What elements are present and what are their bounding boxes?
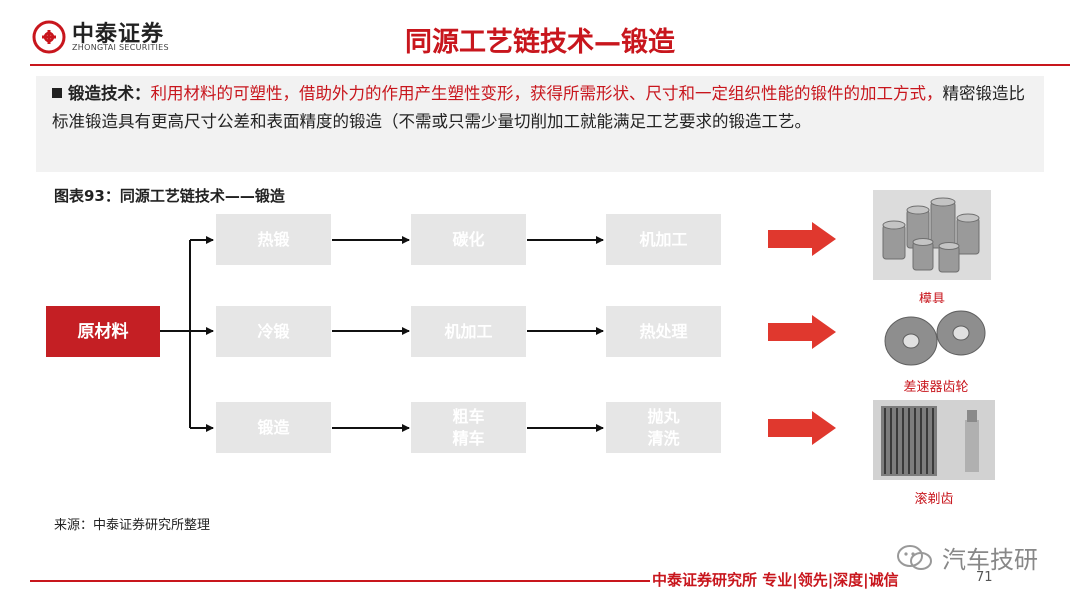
branch-lines — [160, 236, 214, 432]
step-box: 热锻 — [216, 214, 331, 265]
watermark-text: 汽车技研 — [942, 546, 1038, 574]
figure-caption: 图表93：同源工艺链技术——锻造 — [54, 187, 285, 205]
step-box: 碳化 — [411, 214, 526, 265]
product-label: 差速器齿轮 — [903, 380, 969, 395]
brand-name: 中泰证券 — [72, 22, 165, 47]
bullet-icon — [52, 88, 62, 98]
result-arrow-row-2 — [768, 315, 836, 349]
footer-divider — [30, 580, 650, 582]
result-arrow-row-3 — [768, 411, 836, 445]
step-box: 粗车 精车 — [411, 402, 526, 453]
description-panel — [36, 76, 1044, 172]
gear-hobbing-icon — [873, 400, 995, 480]
description-label: 锻造技术： — [68, 84, 151, 103]
brand-logo-icon — [32, 20, 66, 54]
step-box: 锻造 — [216, 402, 331, 453]
brand-name-en: ZHONGTAI SECURITIES — [72, 43, 169, 52]
page-number: 71 — [976, 570, 993, 585]
footer-slogan: 中泰证券研究所 专业|领先|深度|诚信 — [652, 571, 899, 589]
raw-material-box: 原材料 — [46, 306, 160, 357]
description-text: 锻造技术：利用材料的可塑性，借助外力的作用产生塑性变形，获得所需形状、尺寸和一定… — [52, 80, 1037, 136]
gear-icon — [875, 303, 993, 373]
description-detail: 精密锻造比标准锻造具有更高尺寸公差和表面精度的锻造（不需或只需少量切削加工就能满… — [52, 84, 1025, 131]
step-box: 机加工 — [411, 306, 526, 357]
title-divider — [30, 64, 1070, 66]
step-box: 冷锻 — [216, 306, 331, 357]
wechat-icon — [897, 545, 932, 570]
description-definition: 利用材料的可塑性，借助外力的作用产生塑性变形，获得所需形状、尺寸和一定组织性能的… — [150, 84, 943, 103]
step-box: 热处理 — [606, 306, 721, 357]
result-arrow-row-1 — [768, 222, 836, 256]
step-box: 抛丸 清洗 — [606, 402, 721, 453]
page-title: 同源工艺链技术—锻造 — [405, 27, 675, 58]
step-box: 机加工 — [606, 214, 721, 265]
source-note: 来源：中泰证券研究所整理 — [54, 518, 211, 533]
step-arrows — [332, 236, 604, 432]
die-mold-icon — [873, 190, 991, 280]
product-label: 滚剃齿 — [914, 492, 954, 507]
